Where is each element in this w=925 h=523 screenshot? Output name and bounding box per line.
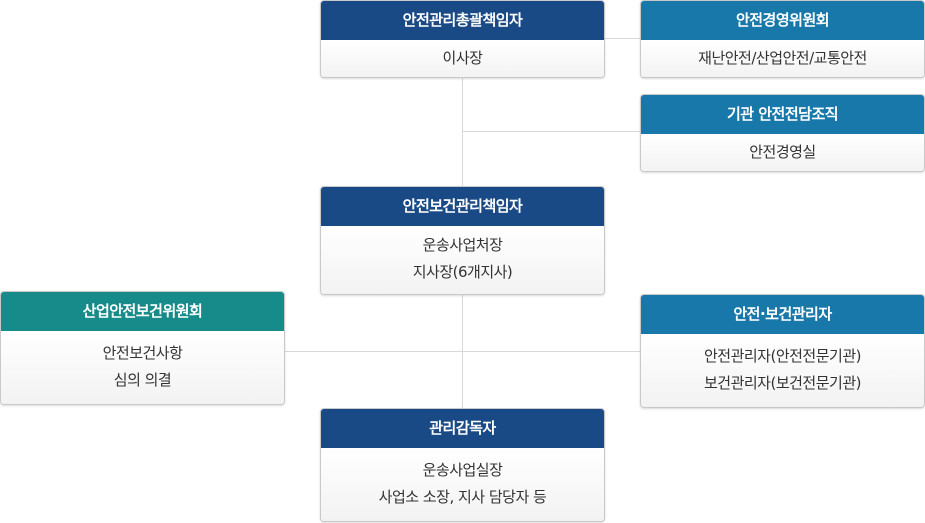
node-title: 산업안전보건위원회 xyxy=(1,292,284,331)
node-body: 안전보건사항 심의 의결 xyxy=(1,331,284,404)
node-title: 안전관리총괄책임자 xyxy=(321,1,604,40)
node-supervisor: 관리감독자 운송사업실장 사업소 소장, 지사 담당자 등 xyxy=(320,408,605,522)
node-body: 운송사업실장 사업소 소장, 지사 담당자 등 xyxy=(321,448,604,521)
node-line: 심의 의결 xyxy=(113,371,172,389)
node-line: 사업소 소장, 지사 담당자 등 xyxy=(378,488,547,506)
node-body: 이사장 xyxy=(321,40,604,77)
node-line: 운송사업처장 xyxy=(422,236,503,254)
node-safety-committee: 안전경영위원회 재난안전/산업안전/교통안전 xyxy=(640,0,925,78)
node-title: 안전·보건관리자 xyxy=(641,295,924,334)
node-line: 재난안전/산업안전/교통안전 xyxy=(698,49,867,67)
connector-to-dedicated-org xyxy=(462,131,640,132)
connector-industrial-to-manager xyxy=(284,351,640,352)
node-dedicated-org: 기관 안전전담조직 안전경영실 xyxy=(640,94,925,172)
node-safety-health-manager: 안전·보건관리자 안전관리자(안전전문기관) 보건관리자(보건전문기관) xyxy=(640,294,925,408)
node-line: 보건관리자(보건전문기관) xyxy=(703,374,862,392)
node-health-officer: 안전보건관리책임자 운송사업처장 지사장(6개지사) xyxy=(320,186,605,295)
node-industrial-committee: 산업안전보건위원회 안전보건사항 심의 의결 xyxy=(0,291,285,405)
node-body: 재난안전/산업안전/교통안전 xyxy=(641,40,924,77)
node-line: 안전보건사항 xyxy=(102,344,183,362)
node-body: 안전경영실 xyxy=(641,134,924,171)
node-title: 기관 안전전담조직 xyxy=(641,95,924,134)
node-body: 운송사업처장 지사장(6개지사) xyxy=(321,226,604,294)
node-title: 안전보건관리책임자 xyxy=(321,187,604,226)
connector-chief-to-committee xyxy=(604,38,640,39)
node-title: 관리감독자 xyxy=(321,409,604,448)
node-chief-officer: 안전관리총괄책임자 이사장 xyxy=(320,0,605,78)
node-body: 안전관리자(안전전문기관) 보건관리자(보건전문기관) xyxy=(641,334,924,407)
node-title: 안전경영위원회 xyxy=(641,1,924,40)
node-line: 안전관리자(안전전문기관) xyxy=(703,347,862,365)
node-line: 운송사업실장 xyxy=(422,461,503,479)
node-line: 이사장 xyxy=(442,49,483,67)
node-line: 지사장(6개지사) xyxy=(412,263,513,281)
node-line: 안전경영실 xyxy=(749,143,816,161)
